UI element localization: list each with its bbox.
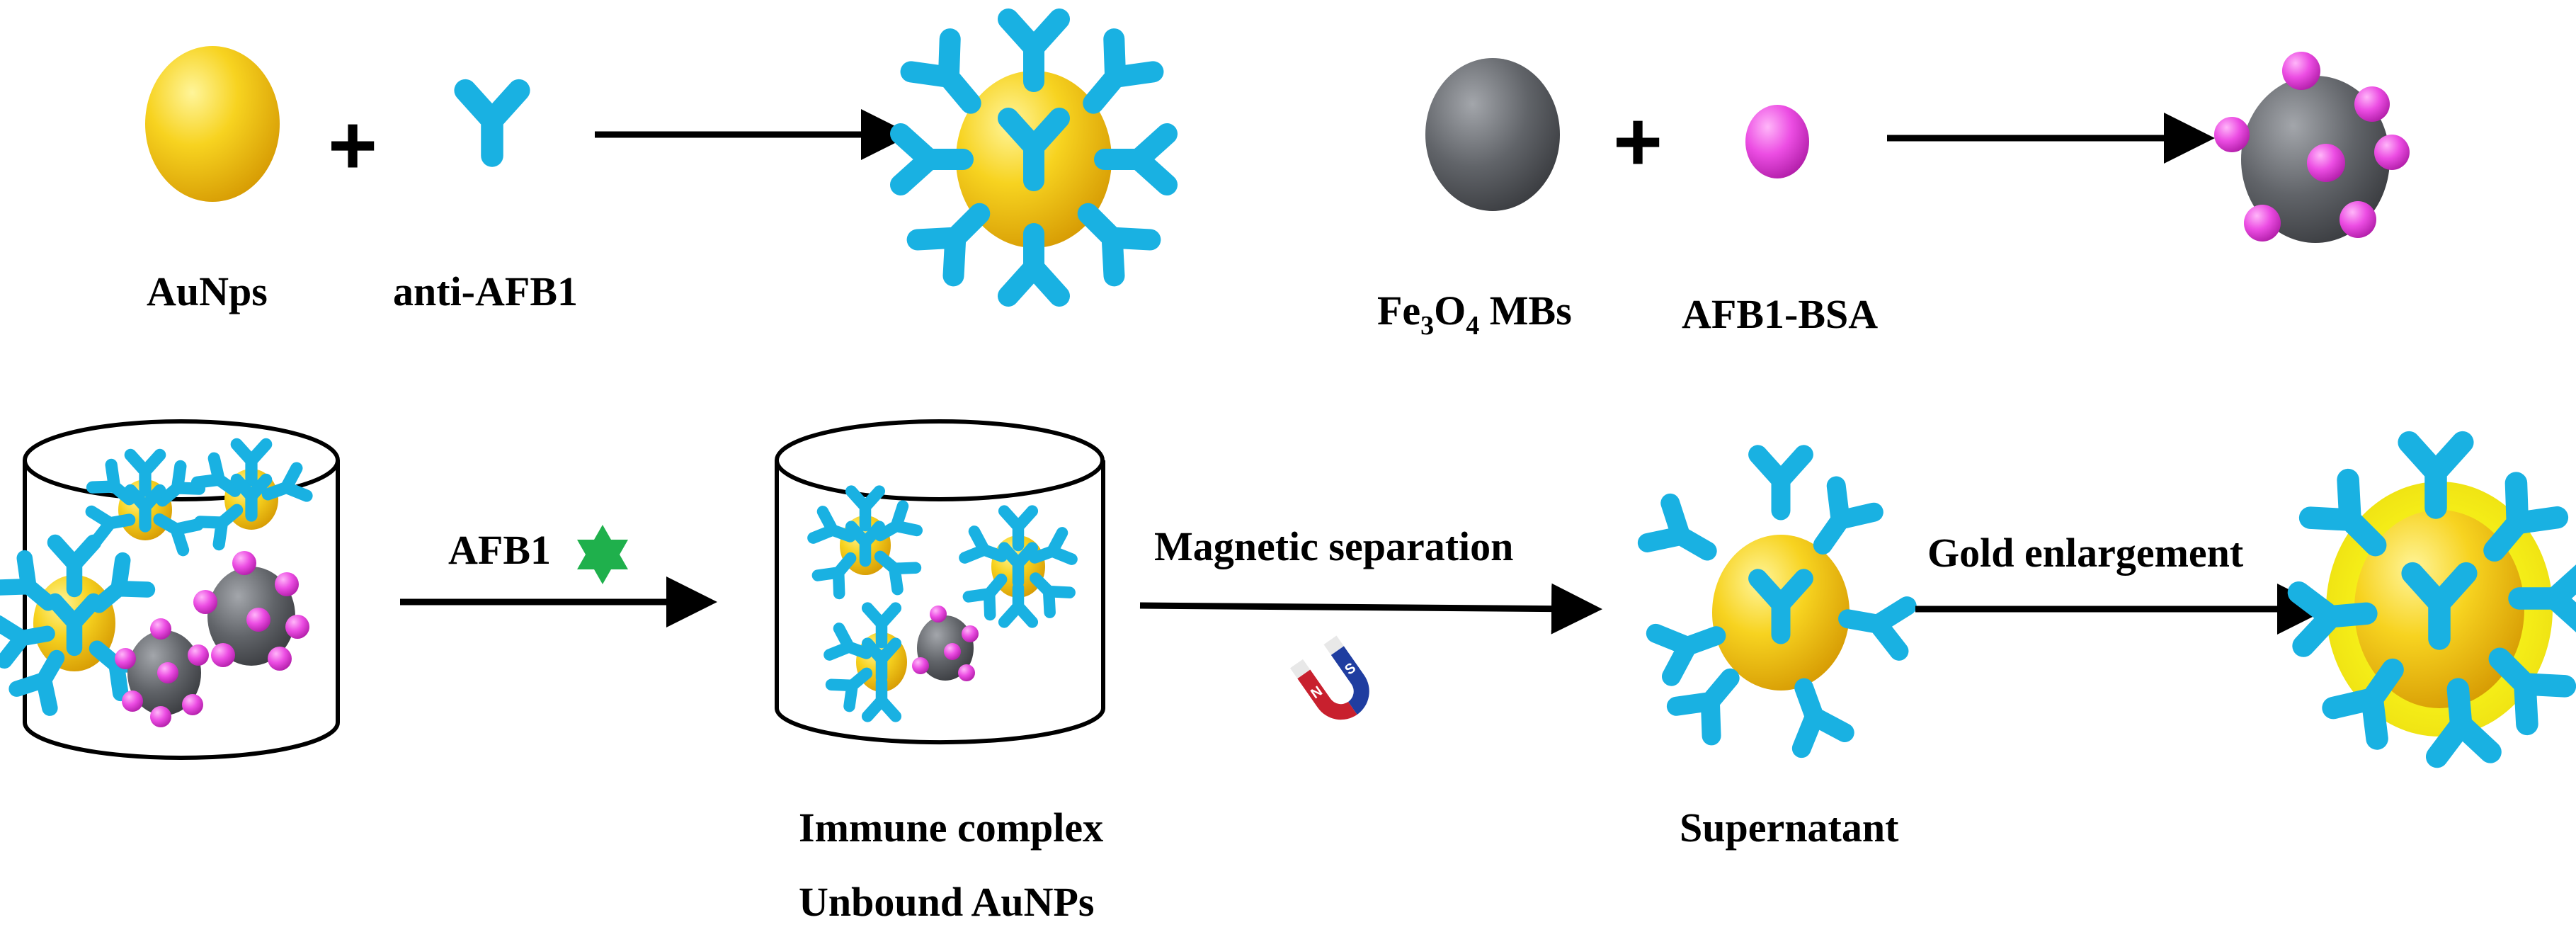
label-afb1-bsa: AFB1-BSA [1682,291,1879,337]
label-unbound-aunps: Unbound AuNPs [799,879,1095,925]
fe3o4-sub2: 4 [1466,311,1480,341]
label-fe3o4-mbs: Fe3O4 MBs [1377,288,1572,341]
enlarged-gold-nanoparticle-icon [2298,443,2576,757]
label-magnetic-separation: Magnetic separation [1154,523,1514,569]
label-immune-complex: Immune complex [799,805,1104,851]
vessel-2-contents [813,491,1071,717]
antibody-conjugated-gold-nanoparticle-icon [901,19,1167,296]
horseshoe-magnet-icon: N S [1289,635,1369,720]
vessel-1-contents [0,444,309,727]
magnetic-separation-arrow [1139,583,1602,635]
magnetic-bead-icon [1425,58,1560,211]
label-gold-enlargement: Gold enlargement [1927,530,2244,576]
afb1-bsa-antigen-icon [1745,105,1809,178]
afb1-analyte-icon [577,525,628,584]
label-anti-afb1: anti-AFB1 [393,268,578,314]
fe3o4-base2: O [1434,288,1466,334]
fe3o4-sub1: 3 [1420,311,1435,341]
plus-sign-1: + [328,98,378,193]
plus-sign-2: + [1613,94,1663,189]
gold-nanoparticle-icon [145,46,280,202]
antigen-coated-magnetic-bead-icon [2214,52,2410,243]
fe3o4-base1: Fe [1377,288,1421,334]
fe3o4-tail: MBs [1479,288,1572,334]
antibody-icon [465,91,519,156]
label-afb1: AFB1 [448,527,551,573]
reaction-vessel-2 [775,419,1105,745]
label-supernatant: Supernatant [1680,805,1899,851]
supernatant-gold-nanoparticle-icon [1647,455,1907,749]
label-aunps: AuNps [147,268,268,314]
